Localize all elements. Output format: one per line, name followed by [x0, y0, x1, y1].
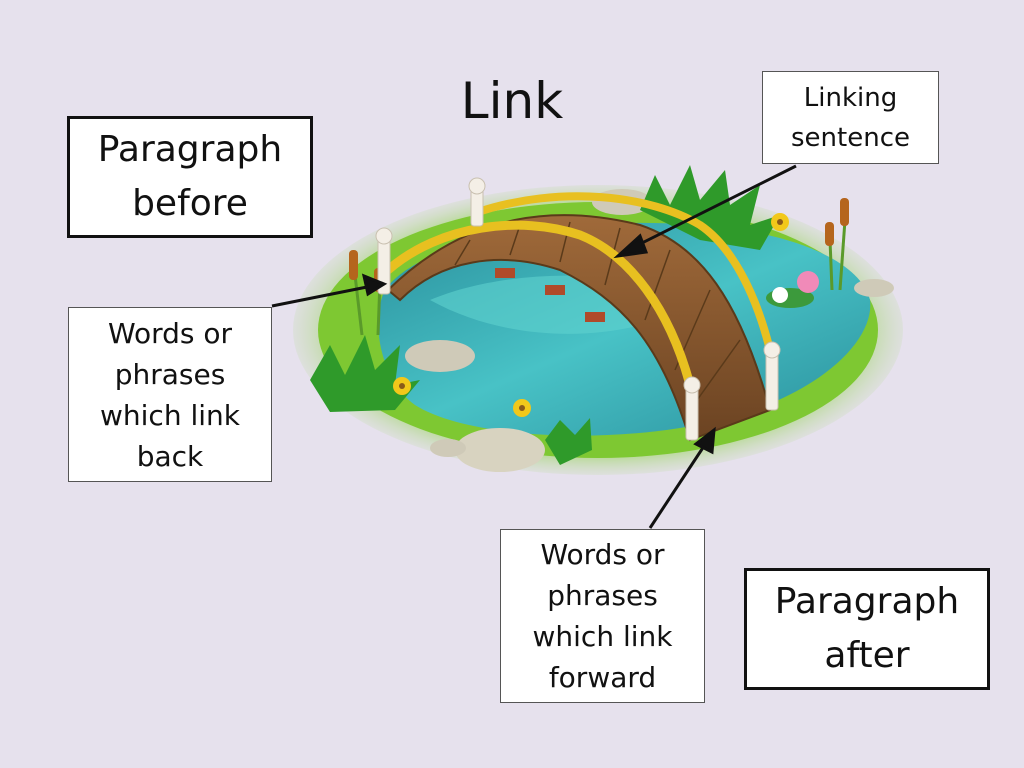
stone: [854, 279, 894, 297]
slide-title: Link: [460, 72, 564, 130]
bush: [545, 418, 592, 465]
bush: [310, 335, 420, 412]
bridge-rail-front: [383, 220, 695, 390]
linking-sentence-box: Linking sentence: [762, 71, 939, 164]
stone: [405, 340, 475, 372]
linking-sentence-label: Linking sentence: [791, 82, 910, 153]
stone: [430, 439, 466, 457]
arrow-icon: [271, 273, 388, 308]
bridge-posts: [375, 177, 781, 441]
link-forward-label: Words or phrases which link forward: [532, 538, 673, 694]
flowers: [393, 213, 819, 417]
arrow-icon: [613, 164, 797, 259]
link-forward-box: Words or phrases which link forward: [500, 529, 705, 703]
paragraph-before-label: Paragraph before: [97, 129, 283, 224]
bridge-rail-back: [474, 192, 774, 354]
paragraph-after-box: Paragraph after: [744, 568, 990, 690]
stone: [455, 428, 545, 472]
link-back-label: Words or phrases which link back: [100, 316, 240, 473]
bridge-beam: [585, 312, 605, 322]
paragraph-before-box: Paragraph before: [67, 116, 313, 238]
link-back-box: Words or phrases which link back: [68, 307, 272, 482]
bridge-beam: [495, 268, 515, 278]
paragraph-after-label: Paragraph after: [774, 581, 960, 676]
arrow-icon: [648, 426, 716, 529]
bridge-beam: [545, 285, 565, 295]
